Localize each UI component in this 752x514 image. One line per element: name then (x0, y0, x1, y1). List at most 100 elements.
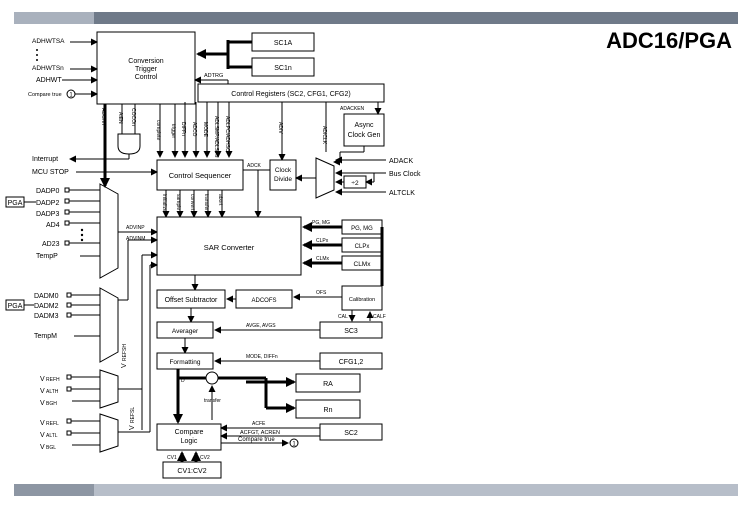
dadm0-label: DADM0 (34, 293, 59, 300)
adhwtsn-label: ADHWTSn (32, 65, 64, 72)
and-gate (117, 133, 141, 155)
adchn-label: ADCHn (100, 108, 106, 125)
conversion-trigger-label-3: Control (135, 74, 158, 81)
sc2-label: SC2 (344, 430, 358, 437)
pin (64, 220, 70, 226)
compare-logic-block (156, 423, 222, 451)
compare-true-out-label: Compare true (238, 437, 275, 443)
sample-label: sample (175, 194, 181, 210)
calibration-label: Calibration (349, 297, 375, 303)
cfg12-label: CFG1,2 (339, 359, 364, 366)
transfer-label: transfer (204, 398, 221, 404)
conversion-trigger-label-1: Conversion (128, 58, 164, 65)
pg-mg-label: PG, MG (351, 226, 373, 232)
mode-diff-label: MODE, DIFFn (246, 354, 278, 360)
clock-mux (315, 157, 335, 199)
valtl-v: V (40, 432, 45, 439)
clmx-signal-label: CLMx (316, 256, 330, 262)
adiclk-label: ADICLK (321, 126, 327, 145)
vrefsl-sub: REFSL (130, 407, 136, 423)
adco-label: ADCO (191, 122, 197, 137)
sar-converter-block (156, 216, 302, 276)
pga-label-2: PGA (8, 303, 23, 310)
vrefsl-v: V (129, 425, 136, 430)
sc1a-label: SC1A (274, 40, 293, 47)
positive-input-mux (99, 183, 119, 279)
conversion-trigger-label-2: Trigger (135, 66, 158, 73)
dadp3-label: DADP3 (36, 211, 59, 218)
convert-label: convert (189, 194, 195, 211)
pin (66, 418, 72, 424)
valtl-sub: ALTL (46, 433, 58, 439)
mode-label: MODE (202, 122, 208, 138)
conversion-trigger-block (96, 31, 196, 105)
pin (64, 198, 70, 204)
transfer-seq-label: transfer (203, 194, 209, 211)
clock-divide-label-2: Divide (274, 176, 292, 183)
valth-v: V (40, 388, 45, 395)
dot (36, 59, 38, 61)
adlsmp-label: ADLSMP/ADLSTS (213, 116, 219, 158)
dot (80, 238, 84, 242)
ad4-label: AD4 (46, 222, 60, 229)
adtrg-label: ADTRG (204, 73, 223, 79)
offset-subtractor-label: Offset Subtractor (165, 297, 218, 304)
async-clock-label-1: Async (354, 122, 374, 129)
connector-1-out-label: 1 (292, 442, 296, 448)
tempp-label: TempP (36, 253, 58, 260)
pin (66, 312, 72, 318)
compare-logic-label-2: Logic (181, 438, 198, 445)
dot (80, 233, 84, 237)
vrefl-v: V (40, 420, 45, 427)
cv1-label: CV1 (167, 455, 177, 461)
dadp2-label: DADP2 (36, 200, 59, 207)
adcofs-label: ADCOFS (251, 298, 276, 304)
top-band (14, 12, 738, 24)
acfgt-label: ACFGT, ACREN (240, 430, 280, 436)
adacken-label: ADACKEN (340, 106, 365, 112)
control-registers-label: Control Registers (SC2, CFG1, CFG2) (231, 91, 350, 98)
sc1n-label: SC1n (274, 65, 292, 72)
clpx-label: CLPx (355, 244, 370, 250)
connector-1-label: 1 (69, 93, 73, 99)
pin (64, 187, 70, 193)
sc3-label: SC3 (344, 328, 358, 335)
adck-label: ADCK (247, 163, 262, 169)
div2-label: ÷2 (351, 180, 359, 187)
aien-label: AIEN (117, 112, 123, 124)
vrefl-sub: REFL (46, 421, 59, 427)
cv1cv2-label: CV1:CV2 (177, 468, 206, 475)
pga-label-1: PGA (8, 200, 23, 207)
dot (36, 54, 38, 56)
control-sequencer-block (156, 159, 244, 191)
tempm-label: TempM (34, 333, 57, 340)
adack-input-label: ADACK (389, 158, 413, 165)
acfe-label: ACFE (252, 421, 266, 427)
clock-divide-block (269, 159, 297, 191)
vrefh-mux (99, 369, 119, 409)
pin (66, 292, 72, 298)
ofs-label: OFS (316, 290, 327, 296)
dadm2-label: DADM2 (34, 303, 59, 310)
calf-label: CALF (373, 314, 386, 320)
trigger-label: trigger (170, 124, 176, 139)
diffn-label: DIFFn (180, 122, 186, 136)
bus-clock-label: Bus Clock (389, 171, 421, 178)
vrefsh-v: V (121, 363, 128, 368)
pin (66, 430, 72, 436)
adhwt-label: ADHWT (36, 77, 62, 84)
sar-converter-label: SAR Converter (204, 243, 255, 252)
formatting-block (156, 352, 214, 370)
calibration-block (341, 285, 383, 311)
control-registers-block (197, 83, 385, 103)
cocon-label: COCOn (130, 108, 136, 126)
transfer-switch (205, 371, 219, 385)
top-band-accent (14, 12, 94, 24)
advinm-label: ADVINM (126, 236, 145, 242)
adlpc-label: ADLPC/ADHSC (224, 116, 230, 152)
clock-divide-label-1: Clock (275, 167, 292, 174)
vrefh-sub: REFH (46, 377, 60, 383)
bottom-band (14, 484, 738, 496)
complete-label: complete (155, 120, 161, 141)
